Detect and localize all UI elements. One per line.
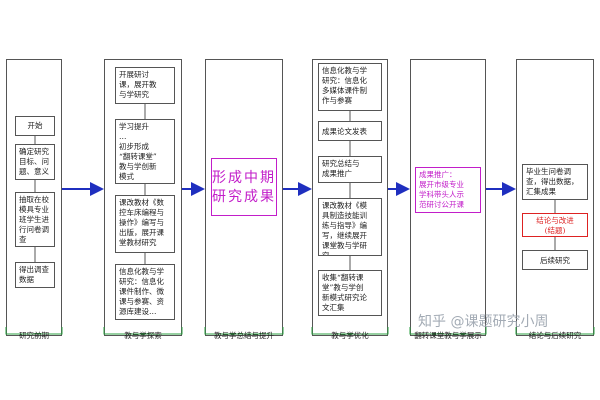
step-conclusion: 结论与改进 (结题) [522,213,588,237]
stage-label-5: 翻转课堂教与学展示 [414,331,482,340]
step-survey: 抽取在校 模具专业 班学生进 行问卷调 查 [15,192,55,247]
step-informatization-1: 信息化教与学 研究：信息化 课件制作、微 课与参赛、资 源库建设… [115,264,175,320]
stage-label-2: 教与学探索 [124,331,162,340]
stage-label-3: 教与学总结与提升 [214,331,274,340]
step-seminar: 开展研讨 课，展开教 与学研究 [115,67,175,104]
step-define-goals: 确定研究 目标、问 题、意义 [15,144,55,180]
step-graduate-survey: 毕业生问卷调 查，得出数据， 汇集成果 [522,164,588,200]
step-textbook-1: 课改教材《数 控车床编程与 操作》编写与 出版，展开课 堂教材研究 [115,195,175,253]
step-papers: 成果论文发表 [318,121,382,141]
step-collect-papers: 收集“翻转课 堂”教与学创 新模式研究论 文汇集 [318,270,382,316]
mid-term-results: 形成中期 研究成果 [211,158,277,216]
results-promotion: 成果推广： 展开市级专业 学科带头人示 范研讨公开课 [415,167,481,213]
step-follow-up: 后续研究 [522,250,588,270]
stage-column-3 [205,59,283,336]
step-initial-model: 学习提升 … 初步形成 “翻转课堂” 教与学创新 模式 [115,119,175,184]
watermark: 知乎 @课题研究小周 [418,314,549,330]
step-start: 开始 [15,116,55,136]
step-textbook-2: 课改教材《模 具制造技能训 练与指导》编 写，继续展开 课堂教与学研 究 [318,198,382,256]
step-informatization-2: 信息化教与学 研究：信息化 多媒体课件制 作与参赛 [318,63,382,111]
stage-label-6: 结论与后续研究 [528,331,582,340]
stage-label-4: 教与学优化 [331,331,369,340]
step-summary-promotion: 研究总结与 成果推广 [318,156,382,183]
step-survey-data: 得出调查 数据 [15,262,55,288]
stage-label-1: 研究前期 [19,331,49,340]
